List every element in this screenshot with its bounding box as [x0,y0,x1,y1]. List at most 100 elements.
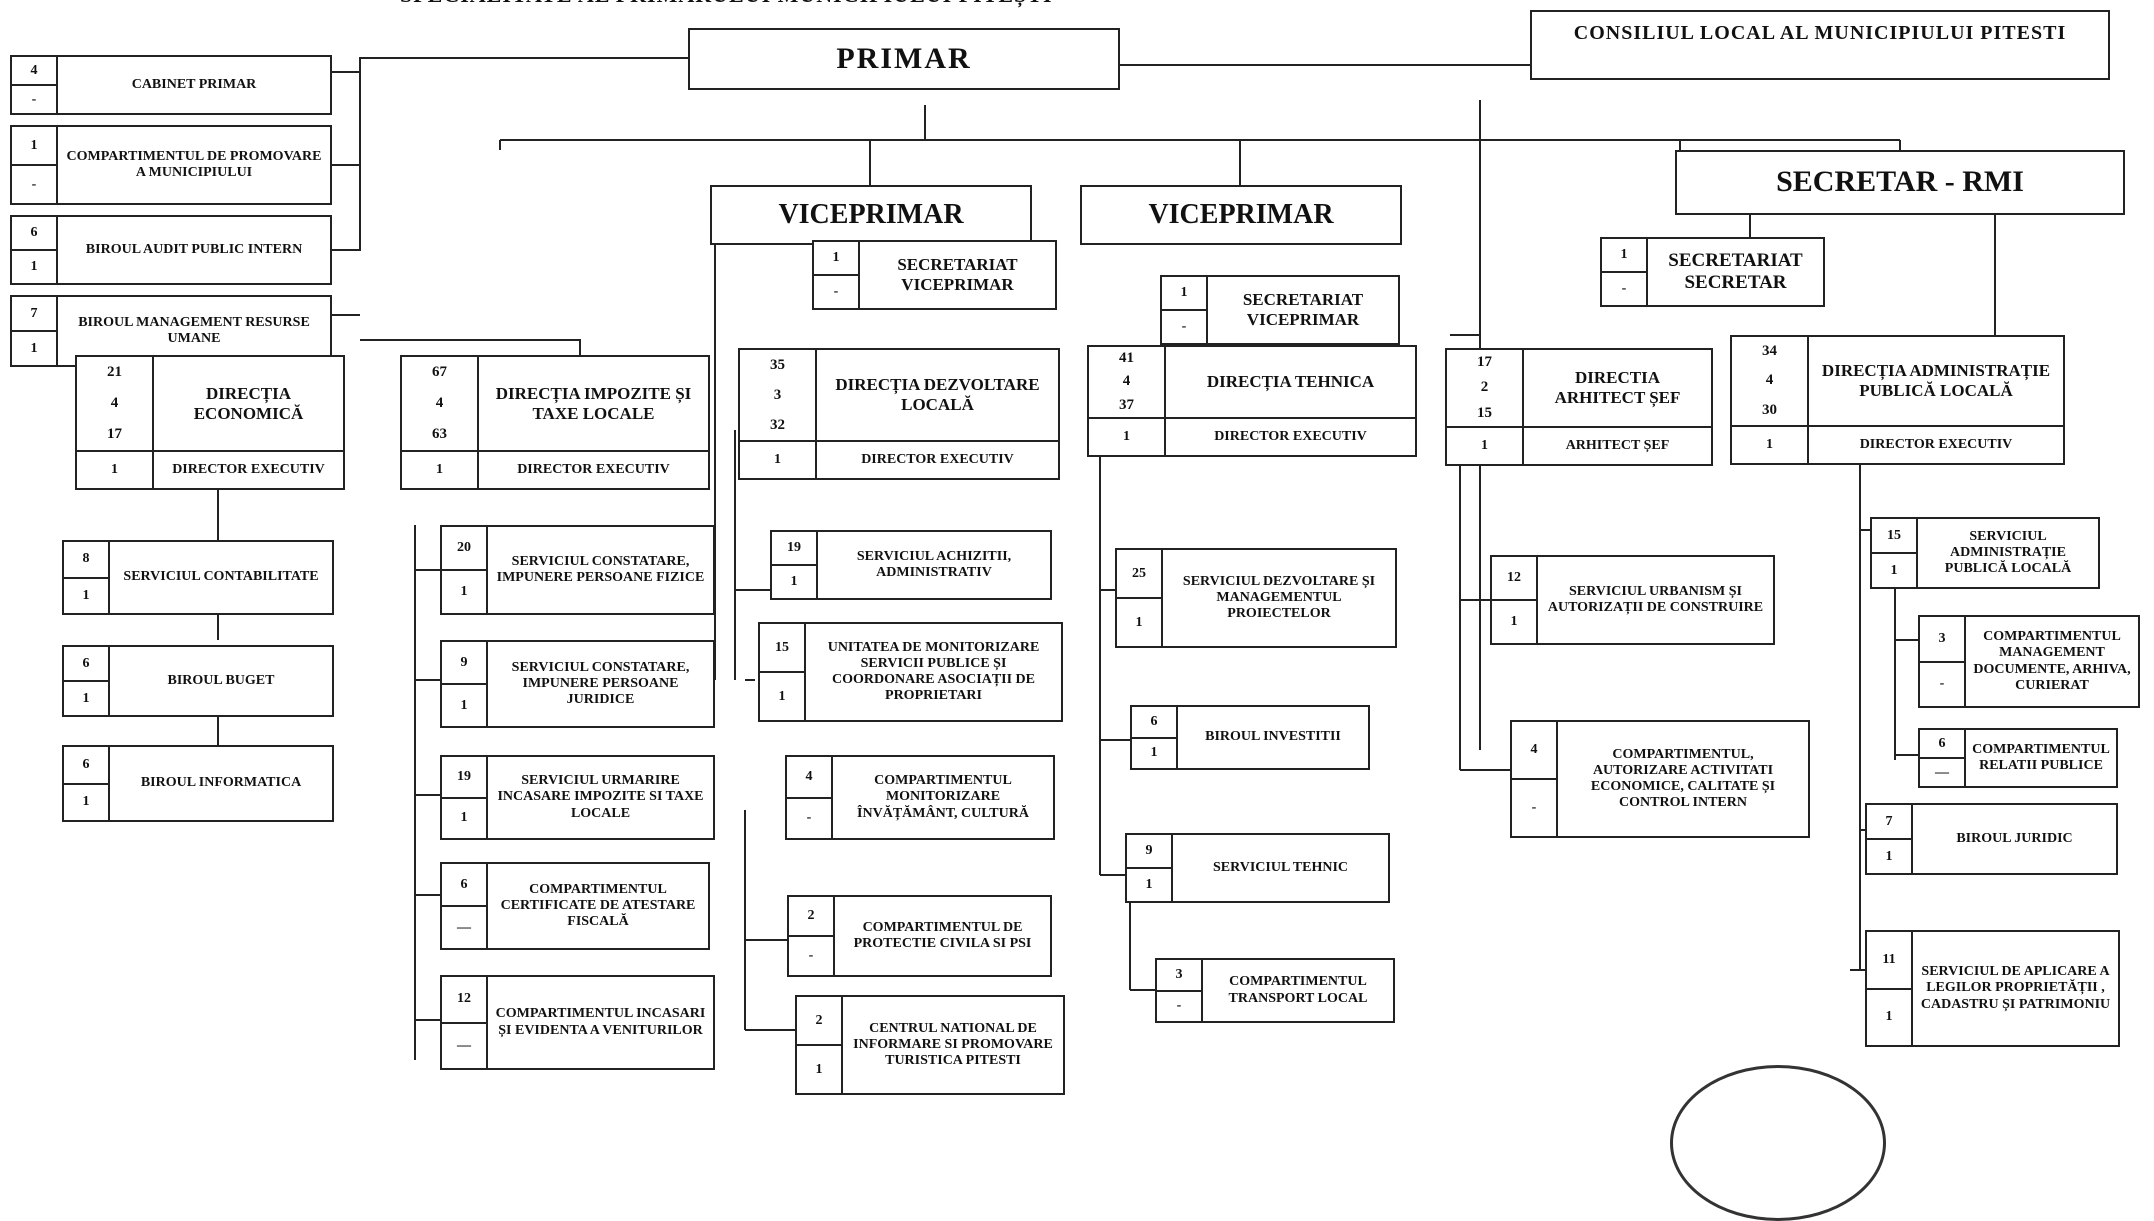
box-label: DIRECȚIA DEZVOLTARE LOCALĂ [835,375,1040,414]
headcount-value: 1 [442,796,486,839]
headcount-value: 7 [30,305,38,321]
headcount-value: 1 [1180,285,1188,300]
headcount-value: 41 [1119,350,1134,367]
headcount-value: 4 [1530,742,1538,757]
box-label: COMPARTIMENTUL DE PROMOVARE A MUNICIPIUL… [66,148,322,180]
headcount-value: 15 [775,639,789,655]
headcount-value: 63 [432,426,447,442]
headcount-value: 6 [82,756,90,772]
headcount-value: 4 [110,395,119,411]
connector-lines [217,57,1996,1060]
serviciul-persoane-juridice-box: 9 1 SERVICIUL CONSTATARE, IMPUNERE PERSOAN… [440,640,715,728]
headcount-value: 1 [402,452,479,488]
headcount-value: 1 [797,1044,841,1093]
box-label: CABINET PRIMAR [131,76,257,92]
box-label: COMPARTIMENTUL RELATII PUBLICE [1972,741,2110,773]
headcount-value: - [12,164,56,203]
secretariat-viceprimar-1-box: 1-SECRETARIAT VICEPRIMAR [812,240,1057,310]
headcount-value: 34 [1762,343,1777,360]
box-label: SECRETARIAT VICEPRIMAR [1242,290,1364,329]
compartimentul-certificate-box: 6—COMPARTIMENTUL CERTIFICATE DE ATESTARE… [440,862,710,950]
compartimentul-autorizare-box: 4-COMPARTIMENTUL, AUTORIZARE ACTIVITATI … [1510,720,1810,838]
box-label: SERVICIUL URMARIRE INCASARE IMPOZITE SI … [497,773,704,821]
box-label: BIROUL INVESTITII [1205,729,1341,745]
box-label: SERVICIUL CONSTATARE, IMPUNERE PERSOANE … [511,659,690,708]
headcount-value: 25 [1132,565,1146,581]
box-label: SERVICIUL DE APLICARE A LEGILOR PROPRIET… [1920,964,2111,1012]
headcount-value: 4 [805,768,813,784]
headcount-value: 1 [442,569,486,613]
box-label: SECRETAR - RMI [1776,165,2024,199]
headcount-value: - [1602,271,1646,305]
headcount-value: 2 [1480,379,1489,396]
headcount-value: - [789,935,833,975]
headcount-value: 4 [30,62,38,78]
headcount-value: 1 [1127,867,1171,901]
headcount-value: — [1920,757,1964,786]
headcount-value: 1 [442,683,486,726]
headcount-value: 6 [1150,713,1158,729]
headcount-value: - [1162,309,1206,343]
box-label: VICEPRIMAR [1148,198,1334,230]
headcount-value: 2 [815,1012,823,1028]
headcount-value: 1 [1620,247,1628,262]
box-label: COMPARTIMENTUL CERTIFICATE DE ATESTARE F… [500,881,696,930]
secretariat-secretar-box: 1-SECRETARIAT SECRETAR [1600,237,1825,307]
headcount-value: 21 [107,364,122,380]
headcount-value: 1 [77,452,154,488]
secretar-box: SECRETAR - RMI [1675,150,2125,215]
compartimentul-invatamant-box: 4-COMPARTIMENTUL MONITORIZARE ÎNVĂȚĂMÂNT… [785,755,1055,840]
compartimentul-incasari-box: 12—COMPARTIMENTUL INCASARI ȘI EVIDENTA A… [440,975,715,1070]
headcount-value: 1 [64,576,108,614]
headcount-value: 1 [740,442,817,478]
headcount-value: 19 [457,768,471,784]
headcount-value: 4 [1122,373,1131,390]
headcount-value: 9 [460,654,468,670]
headcount-value: 1 [30,137,38,153]
headcount-value: 1 [760,671,804,720]
headcount-value: 1 [1492,599,1536,643]
viceprimar-1-box: VICEPRIMAR [710,185,1032,245]
headcount-value: 1 [1732,427,1809,463]
headcount-value: 6 [1938,735,1946,751]
secretariat-viceprimar-2-box: 1 - SECRETARIAT VICEPRIMAR [1160,275,1400,345]
headcount-value: 37 [1119,396,1134,413]
headcount-value: DIRECTOR EXECUTIV [172,462,325,477]
box-label: COMPARTIMENTUL INCASARI ȘI EVIDENTA A VE… [495,1006,706,1038]
headcount-value: 30 [1762,401,1777,418]
headcount-value: 12 [457,991,471,1007]
box-label: VICEPRIMAR [778,198,964,230]
box-label: BIROUL BUGET [167,672,275,688]
serviciul-urmarire-box: 19 1 SERVICIUL URMARIRE INCASARE IMPOZITE … [440,755,715,840]
box-label: SERVICIUL URBANISM ȘI AUTORIZAȚII DE CON… [1547,583,1764,615]
council-box: CONSILIUL LOCAL AL MUNICIPIULUI PITESTI [1530,10,2110,80]
box-label: SERVICIUL TEHNIC [1212,859,1349,875]
headcount-value: 1 [12,330,56,365]
headcount-value: 6 [82,655,90,671]
page-heading: SPECIALITATE AL PRIMARULUI MUNICIPIULUI … [400,0,1053,8]
box-label: BIROUL JURIDIC [1956,830,2073,846]
headcount-value: 3 [773,386,782,403]
compartimentul-management-box: 3-COMPARTIMENTUL MANAGEMENT DOCUMENTE, A… [1918,615,2140,708]
headcount-value: 17 [107,426,122,442]
headcount-value: 1 [1867,987,1911,1046]
headcount-value: DIRECTOR EXECUTIV [1859,437,2013,452]
headcount-value: 20 [457,540,471,555]
headcount-value: 4 [1765,372,1774,389]
promovare-box: 1 -COMPARTIMENTUL DE PROMOVARE A MUNICIPI… [10,125,332,205]
serviciul-urbanism-box: 12 1 SERVICIUL URBANISM ȘI AUTORIZAȚII DE … [1490,555,1775,645]
box-label: COMPARTIMENTUL DE PROTECTIE CIVILA SI PS… [853,919,1032,951]
box-label: PRIMAR [836,41,972,75]
headcount-value: 3 [1938,630,1946,646]
headcount-value: 12 [1507,570,1521,585]
